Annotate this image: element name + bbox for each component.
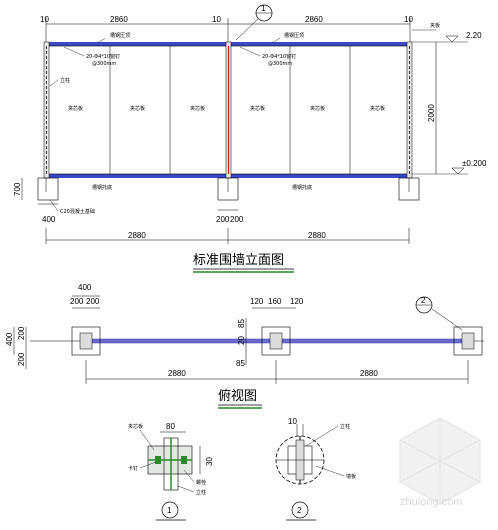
detail2-label-2: 墙板: [346, 473, 356, 480]
plan-dim-200a: 200: [70, 297, 84, 306]
plan-left-200b: 200: [17, 352, 26, 366]
plan-dim-200b: 200: [86, 297, 100, 306]
top-dim-2: 2860: [305, 15, 323, 24]
edge-label: 夹板: [430, 22, 440, 29]
plan-footing-3: [453, 326, 483, 356]
detail1-dim-30: 30: [205, 457, 214, 466]
right-level-top: 2.20: [466, 31, 482, 40]
detail1-label-2: 卡钉: [128, 465, 138, 472]
elevation-view: 10 2860 10 2860 10 1 夹芯板 夹芯板 夹芯板 夹芯板 夹芯: [13, 4, 487, 273]
plan-footing-1: [71, 326, 101, 356]
concrete-label: C20混凝土基础: [60, 208, 95, 215]
plan-left-400: 400: [5, 332, 14, 346]
elevation-title: 标准围墙立面图: [193, 253, 284, 268]
top-dim-1: 2860: [110, 15, 128, 24]
top-small-dim-3: 10: [404, 15, 413, 24]
top-rail-label-1: 槽钢压顶: [110, 32, 130, 39]
plan-left-200a: 200: [17, 326, 26, 340]
detail1-callout: 1: [167, 506, 172, 515]
detail1-dim-80: 80: [166, 422, 175, 431]
right-height-dim: 2000: [427, 104, 436, 122]
footing-dim-200a: 200: [216, 215, 230, 224]
plan-mid-85a: 85: [237, 319, 246, 328]
detail1-label-3: 螺栓: [196, 479, 206, 486]
detail2-dim-10: 10: [288, 417, 297, 426]
panel-label-2: 夹芯板: [130, 105, 145, 112]
post-label: 立柱: [60, 77, 70, 84]
bottom-dim-1: 2880: [128, 231, 146, 240]
panel-label-1: 夹芯板: [68, 105, 83, 112]
plan-view: 400 200 200 120 160 120 2 400 200 200 85: [5, 283, 484, 409]
callout-1-label: 1: [261, 4, 266, 13]
detail-1: 80 30 夹芯板 卡钉 螺栓 立柱 1: [128, 422, 214, 521]
detail1-label-4: 立柱: [196, 489, 206, 496]
plan-dim-160: 160: [268, 297, 282, 306]
panel-label-4: 夹芯板: [250, 105, 265, 112]
plan-bottom-dim-1: 2880: [168, 369, 186, 378]
detail2-label-1: 立柱: [340, 423, 350, 430]
plan-mid-85b: 85: [236, 359, 245, 368]
detail-2: 10 立柱 墙板 2: [275, 417, 356, 521]
anchor-label-1: 20-Φ4*10窗钉@300mm: [86, 53, 120, 67]
anchor-label-1-line-1: 20-Φ4*10窗钉: [86, 53, 120, 60]
top-small-dim-1: 10: [40, 15, 49, 24]
plan-title: 俯视图: [218, 388, 257, 404]
top-small-dim-2: 10: [212, 15, 221, 24]
bottom-dim-2: 2880: [308, 231, 326, 240]
plan-dim-120b: 120: [290, 297, 304, 306]
footing-dim-400: 400: [42, 215, 56, 224]
callout-2-label: 2: [421, 296, 426, 305]
base-label-2: 槽钢托底: [292, 184, 312, 191]
panel-label-6: 夹芯板: [370, 105, 385, 112]
plan-footing-2: [261, 326, 291, 356]
watermark: zhulong.com: [399, 417, 481, 508]
detail2-callout: 2: [297, 506, 302, 515]
detail1-callout-circle: [161, 501, 179, 519]
anchor-label-2: 20-Φ4*10窗钉@300mm: [262, 53, 296, 67]
right-level-bottom: ±0.200: [462, 159, 487, 168]
anchor-label-2-line-2: @300mm: [268, 61, 292, 67]
anchor-label-2-line-1: 20-Φ4*10窗钉: [262, 53, 296, 60]
plan-dim-120a: 120: [250, 297, 264, 306]
top-rail-label-2: 槽钢压顶: [284, 32, 304, 39]
footing-1: [37, 177, 59, 201]
base-label-1: 槽钢托底: [92, 184, 112, 191]
detail1-label-1: 夹芯板: [128, 423, 143, 430]
detail2-callout-circle: [291, 501, 309, 519]
anchor-label-1-line-2: @300mm: [92, 61, 116, 67]
left-footing-dim: 700: [13, 182, 22, 196]
watermark-text: zhulong.com: [400, 496, 462, 508]
panel-label-3: 夹芯板: [190, 105, 205, 112]
plan-dim-400: 400: [78, 283, 92, 292]
plan-mid-20: 20: [237, 336, 246, 345]
footing-dim-200b: 200: [230, 215, 244, 224]
panel-label-5: 夹芯板: [310, 105, 325, 112]
plan-bottom-dim-2: 2880: [360, 369, 378, 378]
